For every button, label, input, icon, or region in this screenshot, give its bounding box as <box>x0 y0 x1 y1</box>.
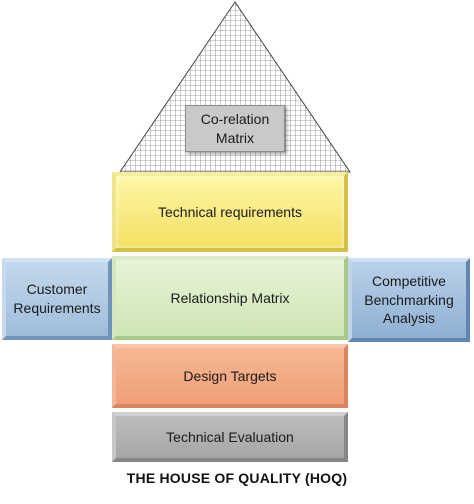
diagram-caption: THE HOUSE OF QUALITY (HOQ) <box>126 470 348 486</box>
design-targets-label: Design Targets <box>183 367 277 384</box>
technical-requirements-label: Technical requirements <box>158 203 302 220</box>
corelation-matrix-label: Co-relation Matrix <box>200 110 270 146</box>
technical-evaluation-label: Technical Evaluation <box>166 428 294 445</box>
technical-evaluation-box: Technical Evaluation <box>112 412 348 462</box>
technical-requirements-box: Technical requirements <box>112 172 348 252</box>
competitive-benchmarking-label: Competitive Benchmarking Analysis <box>364 272 454 327</box>
customer-requirements-box: Customer Requirements <box>2 258 112 340</box>
customer-requirements-label: Customer Requirements <box>13 281 101 316</box>
competitive-benchmarking-box: Competitive Benchmarking Analysis <box>348 258 470 342</box>
relationship-matrix-box: Relationship Matrix <box>112 256 348 340</box>
design-targets-box: Design Targets <box>112 344 348 408</box>
relationship-matrix-label: Relationship Matrix <box>170 289 290 306</box>
corelation-matrix-box: Co-relation Matrix <box>185 105 285 152</box>
